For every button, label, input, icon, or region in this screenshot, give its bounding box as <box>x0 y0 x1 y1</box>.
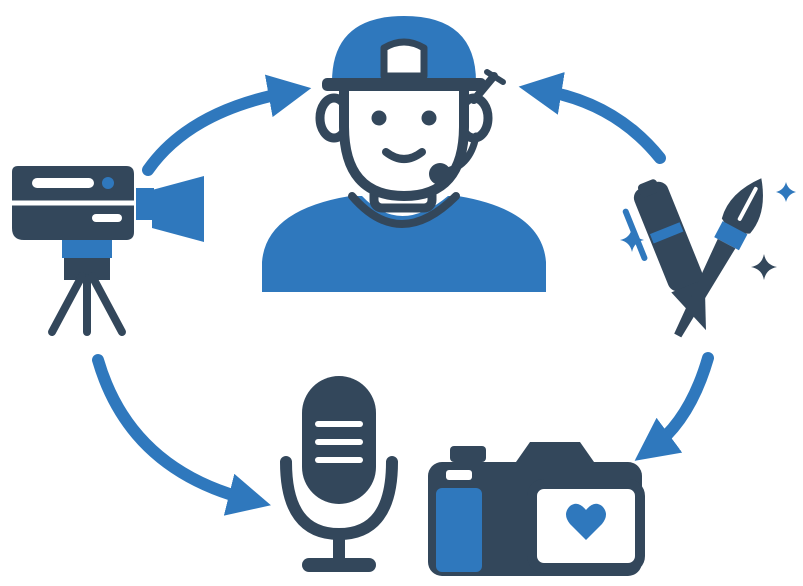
sparkle-icon <box>776 182 796 202</box>
pen-and-paintbrush-icon <box>620 178 796 338</box>
sparkle-icon <box>620 228 644 252</box>
cycle-arrows <box>92 72 714 516</box>
heart-icon <box>566 503 606 540</box>
photo-camera-with-heart-icon <box>428 442 645 576</box>
arrow-camera-to-mic <box>92 354 271 516</box>
arrow-brush-to-photo-camera <box>634 352 714 461</box>
arrow-brush-to-creator <box>518 72 666 164</box>
sparkle-icon <box>751 254 777 280</box>
arrow-camera-to-creator <box>142 74 312 176</box>
microphone-icon <box>280 376 398 572</box>
video-camera-on-tripod-icon <box>12 166 204 336</box>
creator-with-headset-icon <box>262 16 546 292</box>
